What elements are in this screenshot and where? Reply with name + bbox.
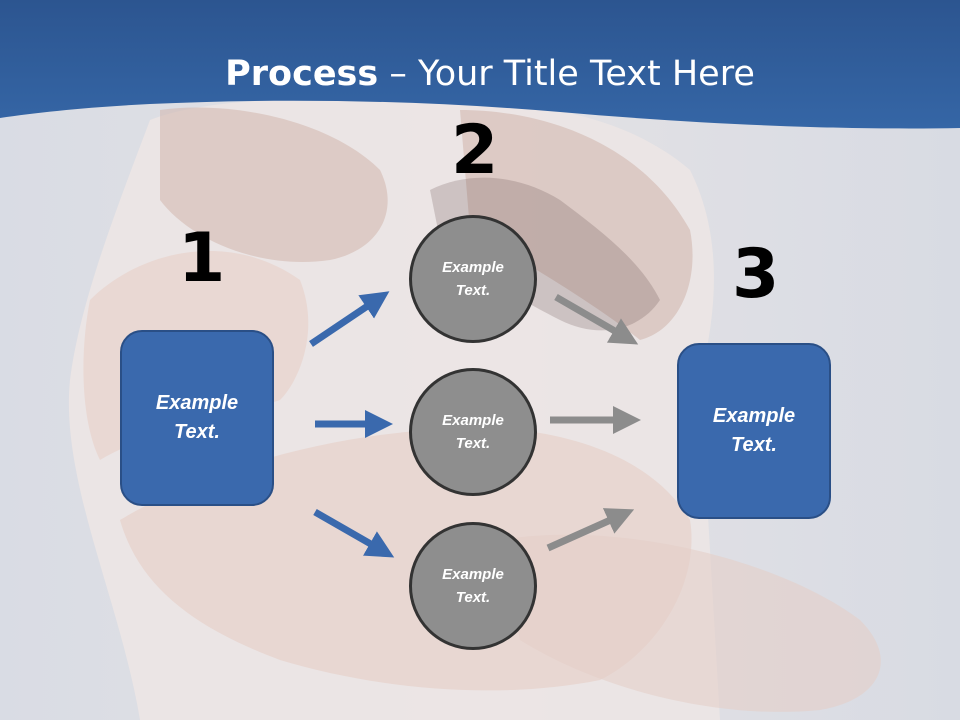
step-number-2: 2 — [451, 111, 499, 190]
step2-circle-1[interactable]: Example Text. — [409, 215, 537, 343]
arrow-right-icon — [546, 508, 635, 552]
step2-circle-2[interactable]: Example Text. — [409, 368, 537, 496]
step2-circle-text: Example Text. — [442, 566, 504, 606]
slide-title: Process – Your Title Text Here — [0, 52, 960, 96]
arrow-right-icon — [309, 291, 390, 347]
step3-text: Example Text. — [712, 405, 796, 456]
step2-circle-3[interactable]: Example Text. — [409, 522, 537, 650]
step-number-3: 3 — [732, 235, 780, 314]
step1-box[interactable]: Example Text. — [120, 330, 274, 506]
arrow-right-icon — [313, 508, 395, 558]
step-number-1: 1 — [178, 219, 226, 298]
title-rest: – Your Title Text Here — [378, 54, 755, 94]
arrow-right-icon — [554, 293, 639, 345]
step2-circle-text: Example Text. — [442, 259, 504, 299]
title-bold: Process — [225, 54, 379, 94]
step3-box[interactable]: Example Text. — [677, 343, 831, 519]
step2-circle-text: Example Text. — [442, 412, 504, 452]
step1-text: Example Text. — [155, 392, 239, 443]
